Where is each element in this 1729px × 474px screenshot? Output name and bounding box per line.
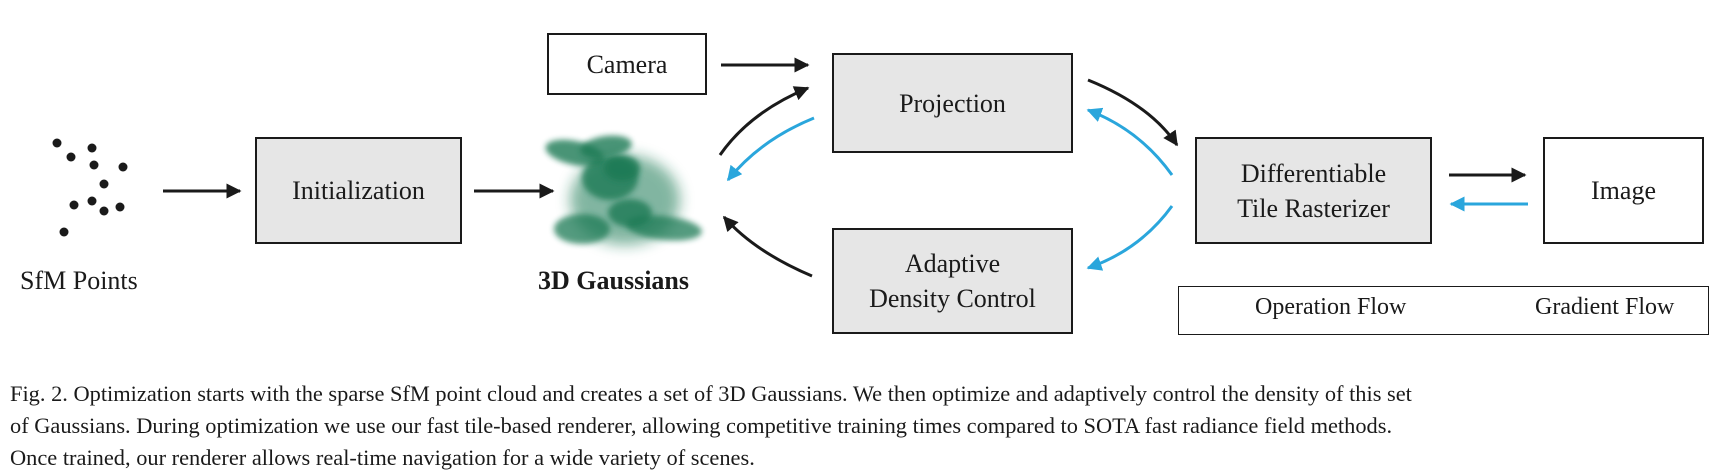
caption-line-3: Once trained, our renderer allows real-t… (10, 445, 755, 470)
projection-label: Projection (899, 88, 1006, 118)
legend-gradient-label: Gradient Flow (1535, 294, 1675, 320)
camera-label: Camera (586, 49, 668, 79)
rasterizer-box: Differentiable Tile Rasterizer (1195, 137, 1432, 244)
arrow-rasterizer-to-density (1086, 205, 1174, 271)
caption-line-1: Fig. 2. Optimization starts with the spa… (10, 381, 1412, 406)
image-label: Image (1591, 176, 1656, 205)
density-label-line2: Density Control (869, 284, 1036, 313)
arrow-projection-to-gaussians (726, 116, 815, 182)
diagram-connectors (52, 57, 1528, 319)
arrow-projection-to-rasterizer (1087, 78, 1179, 147)
gaussian-splats-illustration (545, 135, 702, 245)
gradient-flow-arrows (726, 107, 1528, 271)
density-control-box: Adaptive Density Control (832, 228, 1073, 334)
rasterizer-label-line1: Differentiable (1240, 158, 1387, 188)
initialization-box: Initialization (255, 137, 462, 244)
arrow-density-to-gaussians (722, 215, 813, 278)
arrow-rasterizer-to-projection (1086, 107, 1174, 176)
image-box: Image (1543, 137, 1704, 244)
projection-box: Projection (832, 53, 1073, 153)
sfm-points-label: SfM Points (20, 266, 138, 295)
sfm-point-cloud (52, 138, 128, 237)
legend-operation-label: Operation Flow (1255, 294, 1407, 320)
camera-box: Camera (547, 33, 707, 95)
operation-flow-arrows (163, 57, 1527, 278)
arrow-gaussians-to-projection (718, 86, 810, 156)
legend: Operation Flow Gradient Flow (1178, 286, 1709, 335)
density-label-line1: Adaptive (904, 249, 1001, 278)
rasterizer-label-line2: Tile Rasterizer (1237, 193, 1390, 223)
pipeline-diagram: SfM Points Initialization 3D Gaussians C… (20, 33, 1709, 335)
initialization-label: Initialization (292, 176, 425, 205)
figure-caption: Fig. 2. Optimization starts with the spa… (10, 378, 1722, 474)
caption-line-2: of Gaussians. During optimization we use… (10, 413, 1393, 438)
gaussians-label: 3D Gaussians (538, 266, 689, 295)
